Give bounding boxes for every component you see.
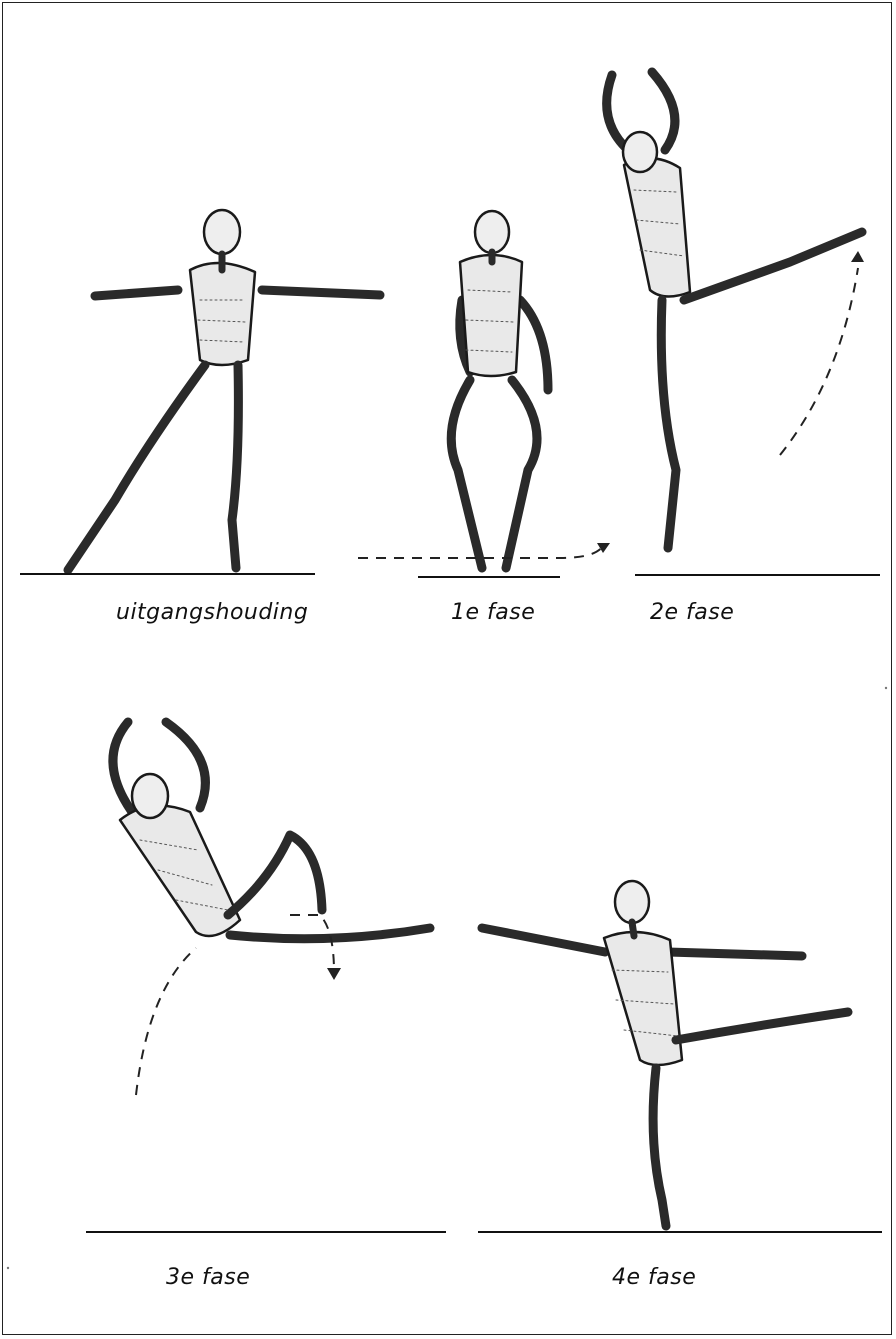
caption-phase-4: 4e fase [612, 1265, 696, 1290]
speck [7, 1267, 9, 1269]
caption-starting-position: uitgangshouding [116, 600, 308, 625]
dancer-phase-3 [113, 722, 430, 939]
arrow-icon [597, 543, 610, 553]
motion-path-2 [780, 268, 858, 455]
caption-phase-2: 2e fase [650, 600, 734, 625]
dancer-phase-1 [451, 211, 548, 568]
arrow-icon [851, 251, 864, 262]
speck [885, 687, 887, 689]
caption-phase-1: 1e fase [451, 600, 535, 625]
caption-phase-3: 3e fase [166, 1265, 250, 1290]
arrow-icon [327, 968, 341, 980]
dancer-phase-4 [482, 881, 848, 1226]
motion-path-3a [136, 948, 196, 1095]
dancer-starting-position [68, 210, 380, 570]
dancer-phase-2 [607, 72, 862, 548]
motion-path-3b [290, 915, 334, 972]
